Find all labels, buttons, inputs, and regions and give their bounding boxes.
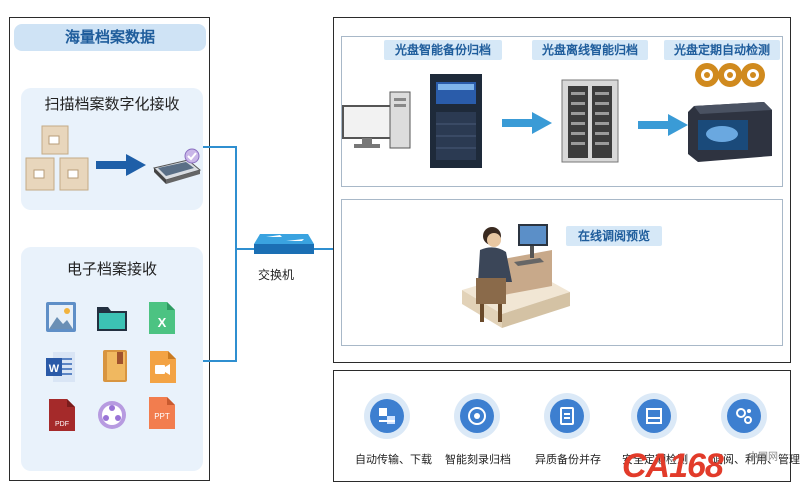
transfer-icon	[379, 408, 395, 424]
computer-icon	[342, 91, 411, 149]
network-switch-icon	[254, 234, 314, 254]
mass-archive-header: 海量档案数据	[14, 24, 206, 51]
connector-to-switch	[236, 248, 256, 250]
offline-cabinet-icon	[561, 79, 619, 163]
switch-label: 交换机	[258, 268, 295, 282]
word-file-icon: W	[46, 352, 75, 382]
feature-label: 智能刻录归档	[445, 453, 511, 466]
archive-boxes-icon	[25, 125, 89, 191]
label-smart-backup: 光盘智能备份归档	[384, 40, 502, 60]
feature-hetero-backup: 异质备份并存	[535, 393, 601, 467]
watermark-logo: CA168	[622, 446, 724, 486]
folder-icon	[97, 307, 127, 331]
excel-file-icon: X	[149, 302, 175, 334]
right-arrow-icon-1	[502, 112, 552, 134]
feature-label: 异质备份并存	[535, 453, 601, 466]
discs-icon	[695, 63, 765, 87]
feature-auto-transfer: 自动传输、下载	[355, 393, 432, 467]
book-file-icon	[103, 350, 127, 382]
ppt-file-icon: PPT	[149, 397, 175, 429]
feature-security-check: 安全定期检测	[622, 393, 688, 467]
electronic-title: 电子档案接收	[66, 260, 157, 278]
pdf-label: PDF	[55, 421, 69, 428]
disc-icon	[468, 407, 486, 425]
connector-vertical	[235, 146, 237, 362]
excel-label: X	[158, 315, 167, 330]
scan-title: 扫描档案数字化接收	[44, 95, 180, 113]
backup-icon	[560, 407, 574, 425]
workstation-person-icon	[462, 224, 570, 328]
media-file-icon	[98, 401, 126, 429]
backup-server-icon	[430, 74, 482, 168]
feature-smart-burn: 智能刻录归档	[445, 393, 511, 467]
connector-scan	[203, 146, 236, 148]
image-file-icon	[46, 302, 76, 332]
scan-icon	[646, 408, 662, 424]
right-arrow-icon-2	[638, 114, 688, 136]
label-online-preview: 在线调阅预览	[566, 226, 662, 246]
watermark-sub: 中国网	[748, 452, 778, 463]
label-offline-archive: 光盘离线智能归档	[532, 40, 648, 60]
ppt-label: PPT	[154, 412, 170, 421]
connector-electronic	[203, 360, 236, 362]
feature-access-manage: 调阅、利用、管理	[712, 393, 800, 467]
label-auto-check: 光盘定期自动检测	[664, 40, 780, 60]
feature-label: 安全定期检测	[622, 453, 688, 466]
feature-label: 自动传输、下载	[355, 453, 432, 466]
watermark-text: CA168	[622, 447, 724, 485]
connector-to-right	[312, 248, 333, 250]
disc-checker-icon	[688, 102, 772, 162]
feature-label: 调阅、利用、管理	[712, 453, 800, 466]
online-inner-frame	[341, 199, 783, 346]
word-label: W	[49, 363, 60, 375]
gears-icon	[736, 408, 752, 424]
pdf-file-icon: PDF	[49, 399, 75, 431]
scanner-icon	[153, 148, 202, 184]
video-file-icon	[150, 351, 176, 383]
right-arrow-icon	[96, 154, 146, 176]
